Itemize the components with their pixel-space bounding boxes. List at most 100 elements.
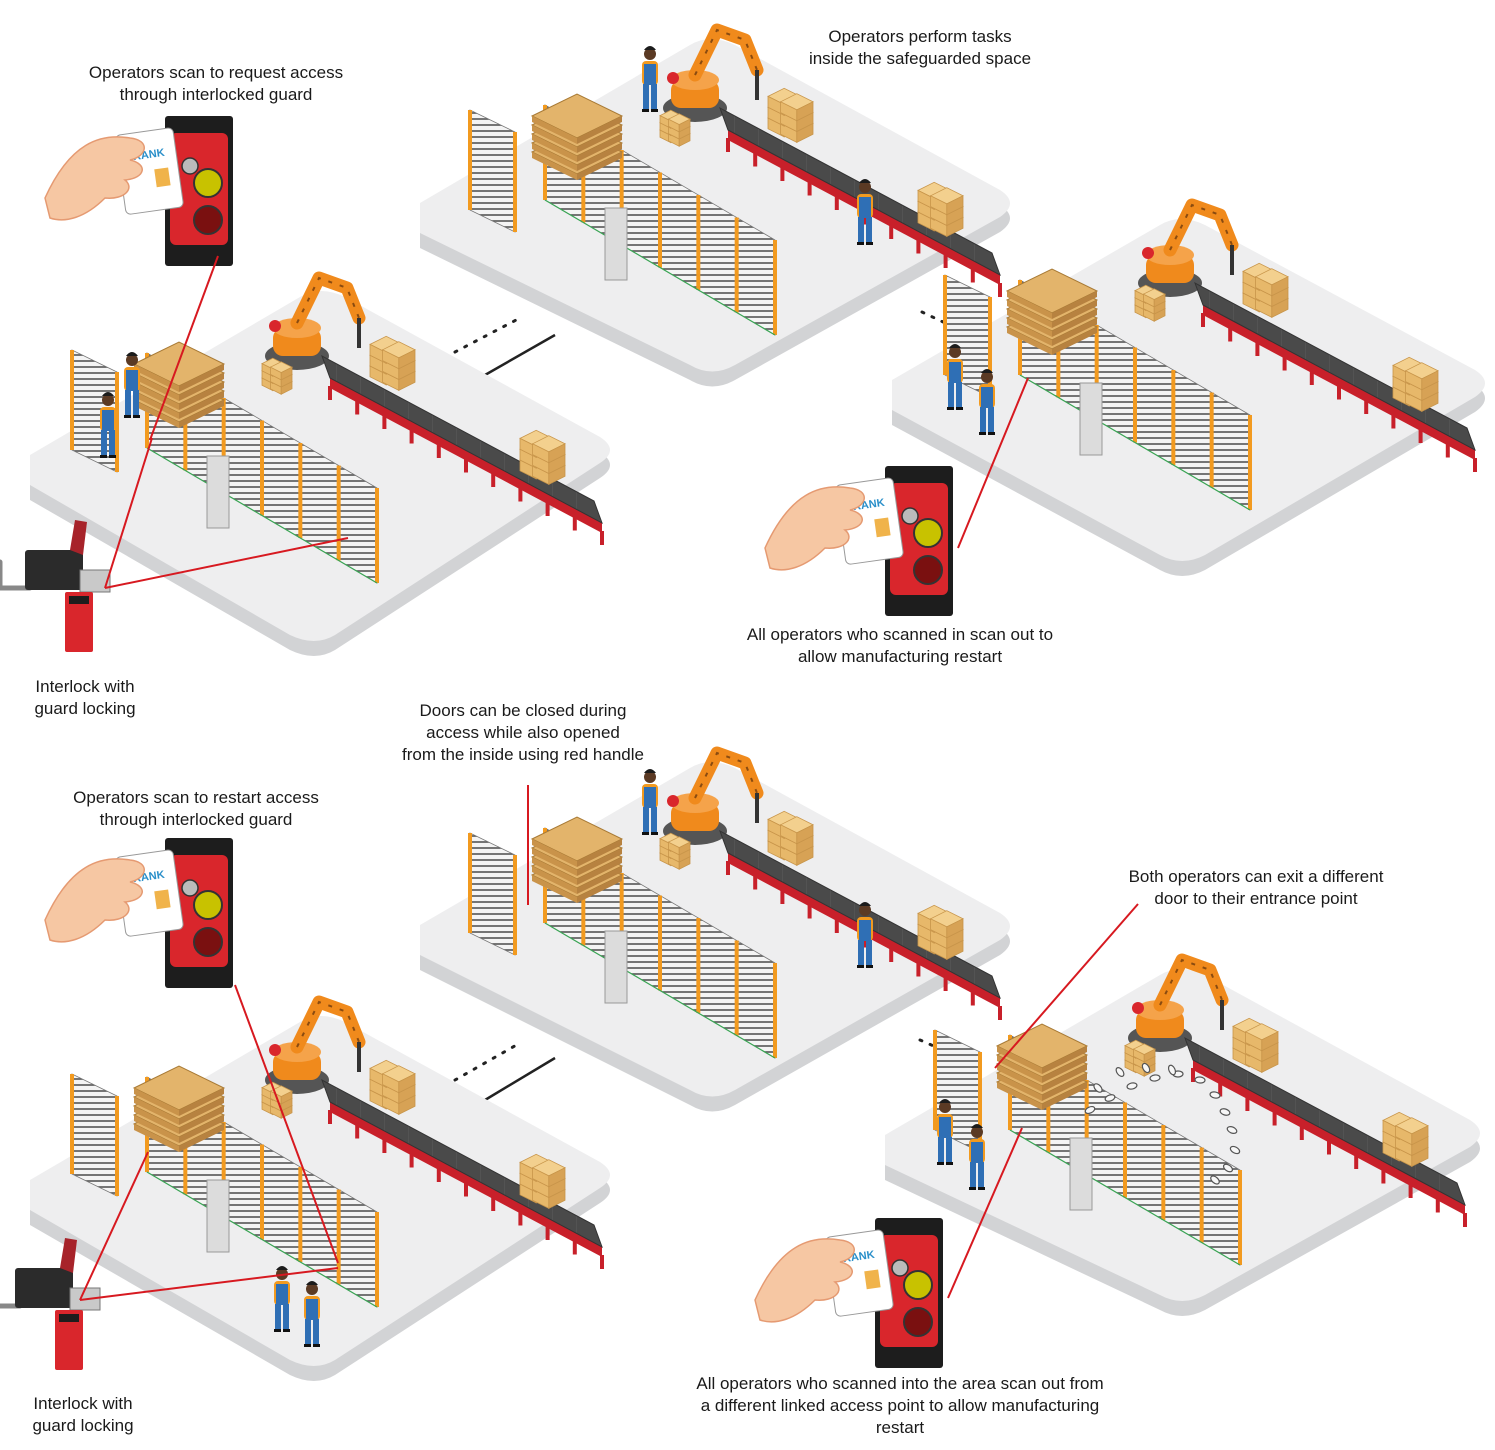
interlock-bottom-lock-body [15,1268,73,1308]
scanner-top-right-key-icon [901,507,919,525]
cell-top-right-pallets [1005,268,1099,355]
cell-bottom-left-box-conveyor-b [519,1153,566,1209]
cell-bottom-left-conveyor [321,1078,604,1269]
cell-top-center-fence-left [468,109,517,233]
callout-line-bottom-scan [234,984,339,1264]
caption-doors-closed: Doors can be closed during access while … [402,701,644,764]
cell-top-left-worker-2 [100,392,116,458]
cell-top-right-robot [1138,198,1239,297]
cell-top-left-box-conveyor-a [369,335,416,391]
cell-bottom-left-pallets [132,1065,226,1152]
footprint [1126,1082,1138,1090]
cell-bottom-right-sliding-door [1069,1137,1093,1211]
cell-top-left-box-conveyor-b [519,429,566,485]
cell-top-right [943,198,1477,511]
interlock-top-actuator [79,569,111,593]
cell-top-center-box-conveyor-b [917,181,964,237]
caption-interlock-top: Interlock with guard locking [34,677,136,718]
footprint [1167,1064,1177,1076]
footprint [1226,1126,1238,1134]
scanner-bottom-right-key-icon [891,1259,909,1277]
cell-bottom-center [468,746,1002,1059]
scanner-top-left-key-icon [181,157,199,175]
interlock-top-lock-body [25,550,83,590]
footprint [1115,1067,1125,1077]
scanner-top-left-card-photo [154,167,171,188]
cell-bottom-left [70,995,604,1347]
scanner-top-left: FRANK [44,116,233,266]
cell-bottom-center-box-conveyor-a [767,810,814,866]
callout-line-top-scan [149,255,219,441]
caption-request-access: Operators scan to request access through… [88,63,344,104]
caption-exit-different: Both operators can exit a different door… [1128,867,1384,908]
callout-line-bottom-interlock-a [79,1151,149,1301]
cell-top-left-pallets [132,341,226,428]
interlock-top [0,520,111,652]
interlock-bottom-handle-bar [0,1303,23,1309]
cell-top-right-worker-1 [947,344,963,410]
cell-top-right-sliding-door [1079,382,1103,456]
scanner-top-right-red-button [913,555,943,585]
scanner-bottom-right-card-photo [864,1269,881,1290]
footprint [1229,1145,1241,1155]
cells-layer [70,23,1477,1347]
interlock-top-switch-head [69,596,89,604]
scanner-bottom-right-red-button [903,1307,933,1337]
cell-top-center-worker-2 [857,179,873,245]
interlock-top-switch-body [65,592,93,652]
cell-top-center-box-conveyor-a [767,87,814,143]
interlock-bottom-switch-head [59,1314,79,1322]
cell-top-right-box-small [1134,284,1166,322]
cell-bottom-right-box-conveyor-a [1232,1017,1279,1073]
interlock-bottom-red-handle [60,1238,77,1273]
callout-line-top-interlock-b [104,537,349,589]
scanner-top-left-yellow-button [193,168,223,198]
scanner-bottom-right: FRANK [754,1218,943,1368]
cell-bottom-center-pallets [530,816,624,903]
cell-bottom-right [933,953,1467,1266]
caption-scan-out-top: All operators who scanned in scan out to… [746,625,1054,666]
footprint [1093,1083,1103,1093]
scanner-bottom-left-hand [44,858,145,943]
cell-bottom-center-sliding-door [604,930,628,1004]
cell-top-right-conveyor [1194,281,1477,472]
cell-bottom-left-fence-left [70,1073,119,1197]
cell-bottom-left-robot [265,995,366,1094]
cell-bottom-right-worker-1 [937,1099,953,1165]
callout-line-bottom-exit [994,903,1139,1069]
cell-bottom-right-worker-2 [969,1124,985,1190]
cell-bottom-left-box-conveyor-a [369,1059,416,1115]
scanner-top-right-card-photo [874,517,891,538]
cell-top-left-conveyor [321,354,604,545]
scanner-bottom-left-key-icon [181,879,199,897]
cell-bottom-left-worker-2 [304,1281,320,1347]
footprint [1219,1108,1231,1116]
footprint [1084,1105,1096,1115]
footprint [1209,1091,1221,1099]
cell-bottom-center-worker-2 [857,902,873,968]
scanner-bottom-right-yellow-button [903,1270,933,1300]
cell-top-left [70,271,604,584]
callout-lines [79,255,1139,1301]
cell-bottom-center-box-small [659,832,691,870]
cell-bottom-left-sliding-door [206,1179,230,1253]
network-connector-bottom-left [453,1041,556,1102]
scanner-bottom-left-card-photo [154,889,171,910]
cell-bottom-right-box-small [1124,1039,1156,1077]
cell-top-right-box-conveyor-a [1242,262,1289,318]
callout-line-top-interlock-a [104,437,153,589]
cell-top-left-box-small [261,357,293,395]
footprint [1141,1062,1151,1074]
callout-line-bottom-interlock-b [79,1267,339,1301]
scanner-top-left-red-button [193,205,223,235]
caption-interlock-bottom: Interlock with guard locking [32,1394,134,1435]
cell-top-center-worker-1 [642,46,658,112]
scanner-bottom-left-yellow-button [193,890,223,920]
scanner-bottom-right-hand [754,1238,855,1323]
cell-top-right-worker-2 [979,369,995,435]
caption-scan-out-bottom: All operators who scanned into the area … [696,1374,1104,1437]
cell-top-left-worker-1 [124,352,140,418]
callout-line-bottom-scan-out [947,1127,1023,1299]
